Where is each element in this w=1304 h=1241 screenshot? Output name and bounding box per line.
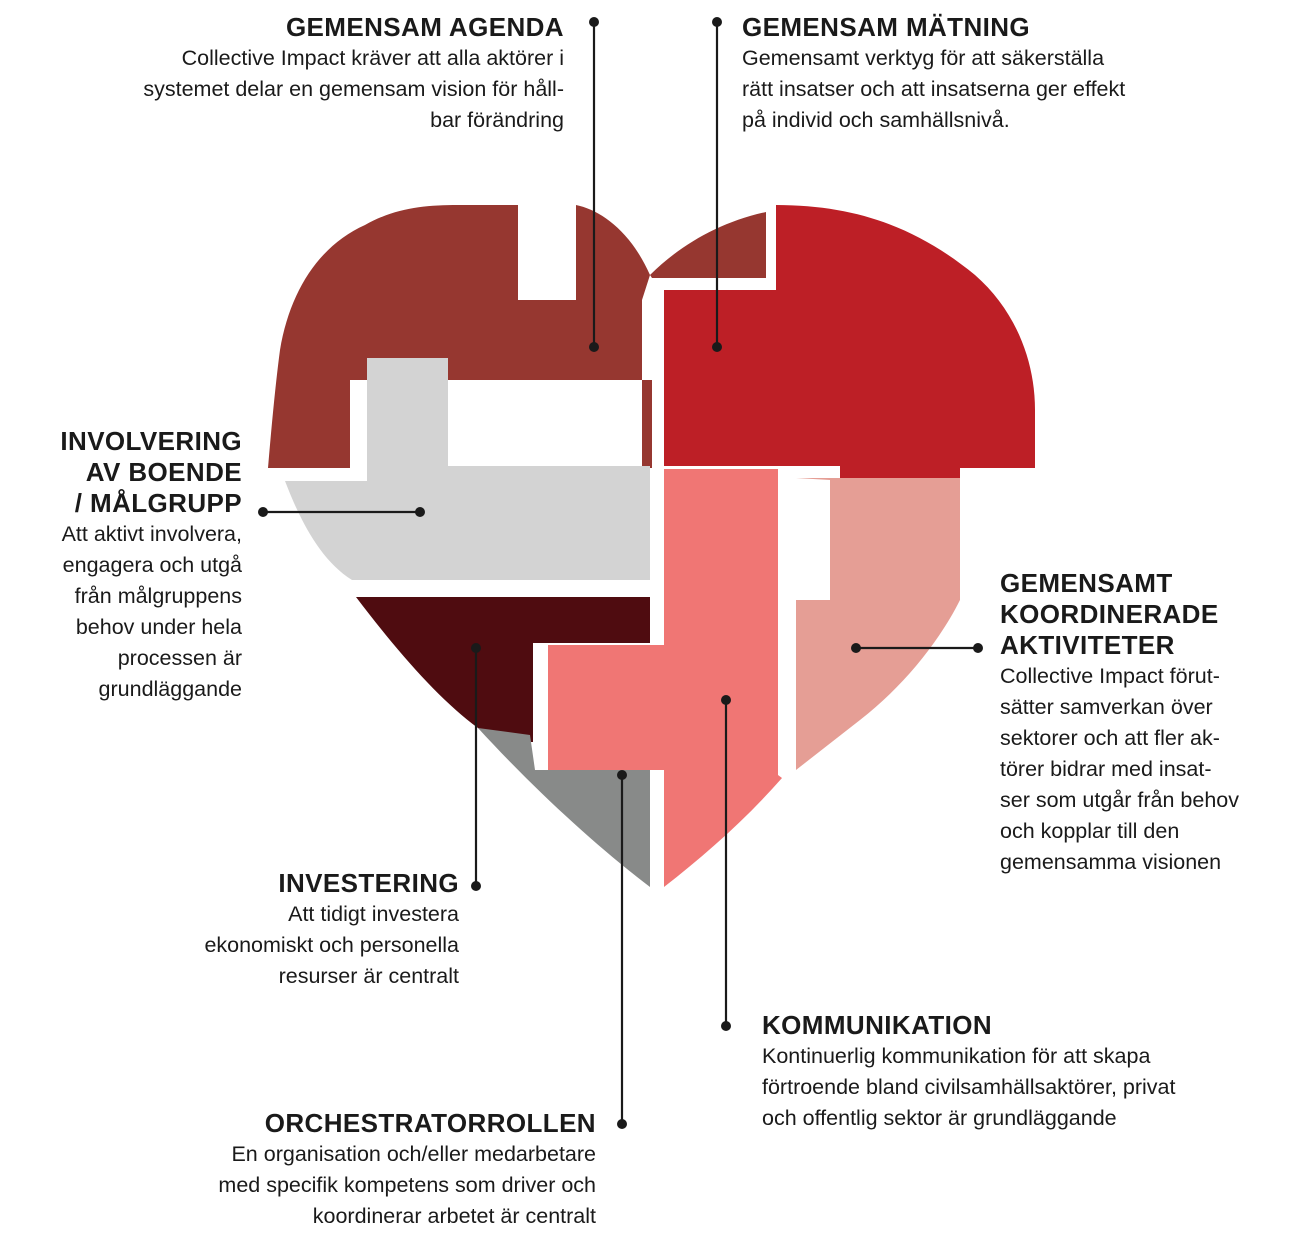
agenda-connector-start-dot [589, 17, 599, 27]
involvering-desc-line6: grundläggande [98, 677, 242, 701]
involvering-desc-line2: engagera och utgå [62, 553, 242, 577]
orchestrator-block: ORCHESTRATORROLLEN En organisation och/e… [36, 1108, 596, 1232]
koordinerade-block: GEMENSAMT KOORDINERADE AKTIVITETER Colle… [1000, 568, 1302, 878]
matning-desc-line3: på individ och samhällsnivå. [742, 108, 1010, 132]
investering-connector-start-dot [471, 881, 481, 891]
kommunikation-connector-start-dot [721, 1021, 731, 1031]
koordinerade-connector-start-dot [973, 643, 983, 653]
agenda-block: GEMENSAM AGENDA Collective Impact kräver… [4, 12, 564, 136]
piece-koordinerade [796, 478, 960, 770]
koordinerade-desc-line2: sätter samverkan över [1000, 695, 1213, 719]
investering-connector-end-dot [471, 643, 481, 653]
involvering-title-line1: INVOLVERING [60, 426, 242, 456]
investering-desc-line2: ekonomiskt och personella [204, 933, 459, 957]
koordinerade-connector-end-dot [851, 643, 861, 653]
investering-title: INVESTERING [278, 868, 459, 898]
koordinerade-desc-line5: ser som utgår från behov [1000, 788, 1240, 812]
investering-block: INVESTERING Att tidigt investera ekonomi… [19, 868, 459, 992]
koordinerade-desc-line3: sektorer och att fler ak- [1000, 726, 1220, 750]
matning-connector-end-dot [712, 342, 722, 352]
involvering-connector [258, 507, 425, 517]
piece-gemensam-agenda [268, 205, 652, 468]
agenda-desc-line2: systemet delar en gemensam vision för hå… [143, 77, 564, 101]
orchestrator-title: ORCHESTRATORROLLEN [264, 1108, 596, 1138]
investering-connector [471, 643, 481, 891]
kommunikation-connector-end-dot [721, 695, 731, 705]
investering-desc-line1: Att tidigt investera [288, 902, 459, 926]
matning-block: GEMENSAM MÄTNING Gemensamt verktyg för a… [742, 12, 1302, 136]
matning-connector [712, 17, 722, 352]
piece-agenda-top-right [650, 212, 766, 278]
involvering-desc-line4: behov under hela [75, 615, 242, 639]
kommunikation-desc-line3: och offentlig sektor är grundläggande [762, 1106, 1117, 1130]
matning-title: GEMENSAM MÄTNING [742, 12, 1031, 42]
orchestrator-desc-line2: med specifik kompetens som driver och [218, 1173, 596, 1197]
orchestrator-desc-line3: koordinerar arbetet är centralt [312, 1204, 596, 1228]
involvering-desc-line1: Att aktivt involvera, [61, 522, 242, 546]
agenda-title: GEMENSAM AGENDA [285, 12, 564, 42]
involvering-block: INVOLVERING AV BOENDE / MÅLGRUPP Att akt… [2, 426, 242, 705]
matning-desc-line2: rätt insatser och att insatserna ger eff… [742, 77, 1126, 101]
piece-investering [356, 597, 650, 742]
involvering-desc-line5: processen är [117, 646, 242, 670]
koordinerade-desc-line1: Collective Impact förut- [1000, 664, 1220, 688]
matning-desc-line1: Gemensamt verktyg för att säkerställa [742, 46, 1105, 70]
agenda-desc-line1: Collective Impact kräver att alla aktöre… [181, 46, 564, 70]
kommunikation-block: KOMMUNIKATION Kontinuerlig kommunikation… [762, 1010, 1302, 1134]
piece-kommunikation [548, 469, 782, 887]
koordinerade-title-line3: AKTIVITETER [1000, 630, 1175, 660]
piece-orchestrator [478, 728, 650, 887]
involvering-title-line3: / MÅLGRUPP [74, 488, 242, 518]
kommunikation-desc-line1: Kontinuerlig kommunikation för att skapa [762, 1044, 1151, 1068]
koordinerade-desc-line6: och kopplar till den [1000, 819, 1180, 843]
koordinerade-desc-line7: gemensamma visionen [1000, 850, 1222, 874]
agenda-desc-line3: bar förändring [430, 108, 564, 132]
kommunikation-desc-line2: förtroende bland civilsamhällsaktörer, p… [762, 1075, 1176, 1099]
koordinerade-title-line1: GEMENSAMT [1000, 568, 1173, 598]
koordinerade-desc-line4: törer bidrar med insat- [1000, 757, 1212, 781]
kommunikation-connector [721, 695, 731, 1031]
involvering-connector-start-dot [258, 507, 268, 517]
orchestrator-desc-line1: En organisation och/eller medarbetare [231, 1142, 596, 1166]
investering-desc-line3: resurser är centralt [278, 964, 459, 988]
agenda-connector-end-dot [589, 342, 599, 352]
koordinerade-connector [851, 643, 983, 653]
agenda-connector [589, 17, 599, 352]
involvering-title-line2: AV BOENDE [85, 457, 242, 487]
piece-involvering [285, 358, 650, 580]
orchestrator-connector-end-dot [617, 770, 627, 780]
orchestrator-connector-start-dot [617, 1119, 627, 1129]
koordinerade-title-line2: KOORDINERADE [1000, 599, 1219, 629]
orchestrator-connector [617, 770, 627, 1129]
involvering-connector-end-dot [415, 507, 425, 517]
matning-connector-start-dot [712, 17, 722, 27]
involvering-desc-line3: från målgruppens [74, 584, 242, 608]
kommunikation-title: KOMMUNIKATION [762, 1010, 993, 1040]
